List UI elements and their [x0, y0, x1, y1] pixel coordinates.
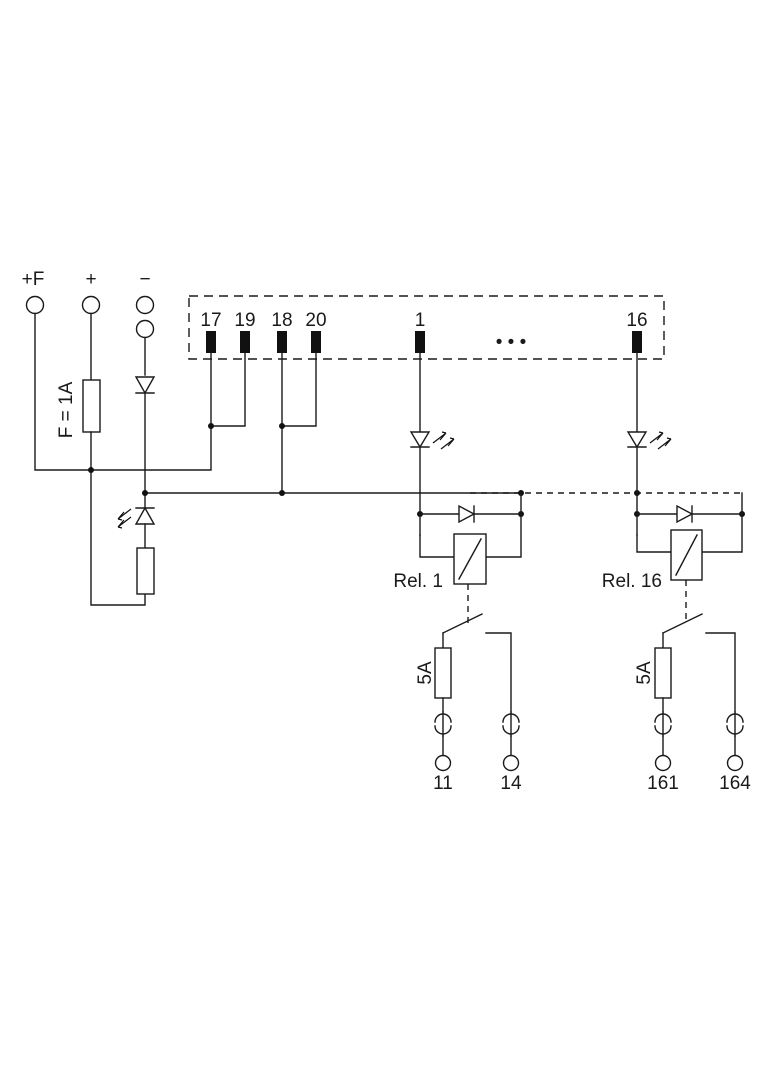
relay-switch-blade	[662, 613, 703, 634]
wire-rel16-coil-left	[636, 534, 672, 553]
wire-rel1-diode-right	[473, 513, 522, 558]
terminal-plus-f	[25, 295, 45, 315]
wire-rel1-contact-no	[485, 632, 512, 713]
connector-housing	[188, 295, 665, 360]
resistor-icon	[136, 547, 155, 595]
fuse-rel16-icon	[654, 647, 672, 699]
relay-coil-icon	[453, 533, 487, 585]
contact-label-161: 161	[647, 773, 679, 794]
terminal-161	[654, 754, 672, 772]
contact-label-14: 14	[500, 773, 522, 794]
connector-pin-1	[415, 331, 425, 353]
junction-dot	[279, 490, 285, 496]
relay-channel-1	[409, 352, 522, 772]
diode-icon	[458, 504, 476, 524]
terminal-11	[434, 754, 452, 772]
wire-rel1-coil-left	[419, 534, 455, 558]
pin-label-20: 20	[305, 310, 326, 331]
relay-channel-16	[626, 352, 744, 772]
wire-plus-f	[34, 312, 212, 471]
junction-dot	[142, 490, 148, 496]
connector-pins	[206, 331, 642, 353]
terminal-plus	[81, 295, 101, 315]
diode-icon	[134, 376, 156, 395]
contact-label-11: 11	[433, 773, 453, 794]
pin-label-17: 17	[200, 310, 221, 331]
pin-ellipsis: • • •	[496, 332, 527, 353]
terminal-14	[502, 754, 520, 772]
contact-labels: 11 14 161 164	[433, 773, 751, 794]
contact-label-164: 164	[719, 773, 751, 794]
wire-rel16-contact-no	[705, 632, 736, 713]
terminal-164	[726, 754, 744, 772]
terminal-minus	[135, 295, 155, 315]
pin-label-1: 1	[415, 310, 426, 331]
led-icon	[117, 506, 156, 549]
pin-label-19: 19	[234, 310, 255, 331]
connector-pin-16	[632, 331, 642, 353]
diode-icon	[676, 504, 694, 524]
junction-dot	[279, 423, 285, 429]
wire-plus-bottom	[90, 431, 146, 606]
connector-pin-labels: 17 19 18 20 1 • • • 16	[200, 310, 647, 353]
pin-label-16: 16	[626, 310, 647, 331]
supply-terminals	[25, 295, 155, 339]
fuse-label-rel16: 5A	[634, 661, 655, 685]
wire-pin18-20	[281, 352, 317, 427]
relay-switch-blade	[442, 613, 483, 634]
fuse-label-main: F = 1A	[56, 381, 77, 438]
label-plus: +	[85, 269, 96, 290]
wire-rel16-diode-right	[691, 513, 743, 553]
label-minus: −	[139, 269, 150, 290]
fuse-label-rel1: 5A	[415, 661, 436, 685]
junction-dot	[88, 467, 94, 473]
connector-pin-20	[311, 331, 321, 353]
relay-coil-icon	[670, 529, 703, 581]
wire-pin17-19	[210, 352, 246, 427]
connector-pin-17	[206, 331, 216, 353]
relay-label-rel1: Rel. 1	[393, 571, 443, 592]
led-icon	[409, 431, 455, 450]
supply-labels: +F + −	[22, 269, 151, 290]
connector-pin-18	[277, 331, 287, 353]
fuse-rel1-icon	[434, 647, 452, 699]
connector-pin-19	[240, 331, 250, 353]
junction-dot	[208, 423, 214, 429]
led-icon	[626, 431, 672, 450]
label-plus-f: +F	[22, 269, 45, 290]
pin-label-18: 18	[271, 310, 292, 331]
terminal-minus-2	[135, 319, 155, 339]
fuse-main-icon	[82, 379, 101, 433]
relay-label-rel16: Rel. 16	[602, 571, 662, 592]
